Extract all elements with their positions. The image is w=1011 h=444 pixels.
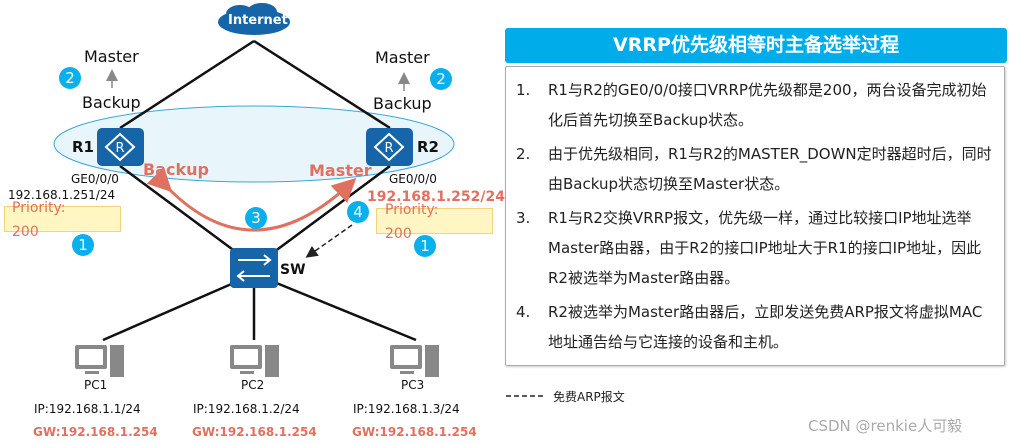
step-number: 3.	[516, 209, 531, 227]
router-r2-icon: R	[366, 128, 413, 166]
watermark: CSDN @renkie人可毅	[808, 417, 963, 435]
arp-step-badge: 4	[347, 201, 369, 223]
r2-ip: 192.168.1.252/24	[367, 189, 505, 205]
r1-step-badge: 2	[59, 67, 81, 89]
links	[102, 39, 417, 342]
pc3-name: PC3	[401, 378, 425, 392]
r1-priority-label: Priority:	[12, 200, 66, 216]
internet-label: Internet	[228, 13, 288, 28]
pc1-gw: GW:192.168.1.254	[33, 425, 158, 439]
r2-state-from: Backup	[373, 94, 432, 113]
steps-panel: 1. R1与R2的GE0/0/0接口VRRP优先级都是200，两台设备完成初始化后…	[505, 66, 1005, 366]
r1-state-from: Backup	[82, 93, 141, 112]
r1-ip: 192.168.1.251/24	[8, 188, 116, 202]
gratuitous-arp-arrow	[305, 224, 353, 258]
step-number: 4.	[516, 303, 531, 321]
step-number: 1.	[516, 81, 531, 99]
router-r1-icon: R	[97, 128, 144, 166]
svg-text:R: R	[115, 141, 124, 156]
pc1-name: PC1	[84, 378, 108, 392]
r2-priority-label: Priority:	[385, 202, 439, 218]
pc1-ip: IP:192.168.1.1/24	[34, 402, 141, 416]
pc2-ip: IP:192.168.1.2/24	[193, 402, 300, 416]
legend-arp-label: 免费ARP报文	[553, 390, 625, 404]
r1-priority-badge: 1	[72, 234, 94, 256]
step-item: 3. R1与R2交换VRRP报文，优先级一样，通过比较接口IP地址选举Master…	[516, 203, 996, 293]
panel-title: VRRP优先级相等时主备选举过程	[505, 28, 1007, 63]
step-text: R2被选举为Master路由器后，立即发送免费ARP报文将虚拟MAC地址通告给与…	[548, 303, 983, 351]
step-text: R1与R2的GE0/0/0接口VRRP优先级都是200，两台设备完成初始化后首先…	[548, 81, 987, 129]
r2-state-to: Master	[375, 48, 430, 67]
svg-text:R: R	[384, 141, 393, 156]
r2-priority-badge: 1	[414, 235, 436, 257]
r2-role: Master	[309, 161, 372, 180]
pc2-gw: GW:192.168.1.254	[192, 425, 317, 439]
pc2-name: PC2	[241, 378, 265, 392]
r2-step-badge: 2	[430, 68, 452, 90]
switch-icon	[230, 248, 278, 288]
r1-priority-value: 200	[12, 224, 39, 240]
step-text: R1与R2交换VRRP报文，优先级一样，通过比较接口IP地址选举Master路由…	[548, 209, 982, 287]
step-number: 2.	[516, 145, 531, 163]
r2-priority-value: 200	[385, 226, 412, 242]
vrrp-exchange-arrow	[146, 166, 357, 232]
r1-priority-box	[4, 206, 121, 232]
step-item: 2. 由于优先级相同，R1与R2的MASTER_DOWN定时器超时后，同时由Bac…	[516, 139, 996, 199]
exchange-step-badge: 3	[245, 207, 267, 229]
r1-role: Backup	[143, 160, 209, 179]
step-item: 4. R2被选举为Master路由器后，立即发送免费ARP报文将虚拟MAC地址通告…	[516, 297, 996, 357]
r1-name: R1	[72, 138, 94, 156]
step-text: 由于优先级相同，R1与R2的MASTER_DOWN定时器超时后，同时由Backu…	[548, 145, 992, 193]
r1-interface: GE0/0/0	[71, 172, 119, 186]
r2-priority-box	[376, 208, 493, 234]
r2-interface: GE0/0/0	[389, 172, 437, 186]
internet-cloud-icon	[218, 3, 290, 35]
switch-label: SW	[280, 262, 306, 278]
pc-icons	[75, 345, 439, 377]
pc3-ip: IP:192.168.1.3/24	[353, 402, 460, 416]
pc3-gw: GW:192.168.1.254	[352, 425, 477, 439]
step-item: 1. R1与R2的GE0/0/0接口VRRP优先级都是200，两台设备完成初始化后…	[516, 75, 996, 135]
r2-name: R2	[417, 138, 439, 156]
r1-state-to: Master	[84, 47, 139, 66]
